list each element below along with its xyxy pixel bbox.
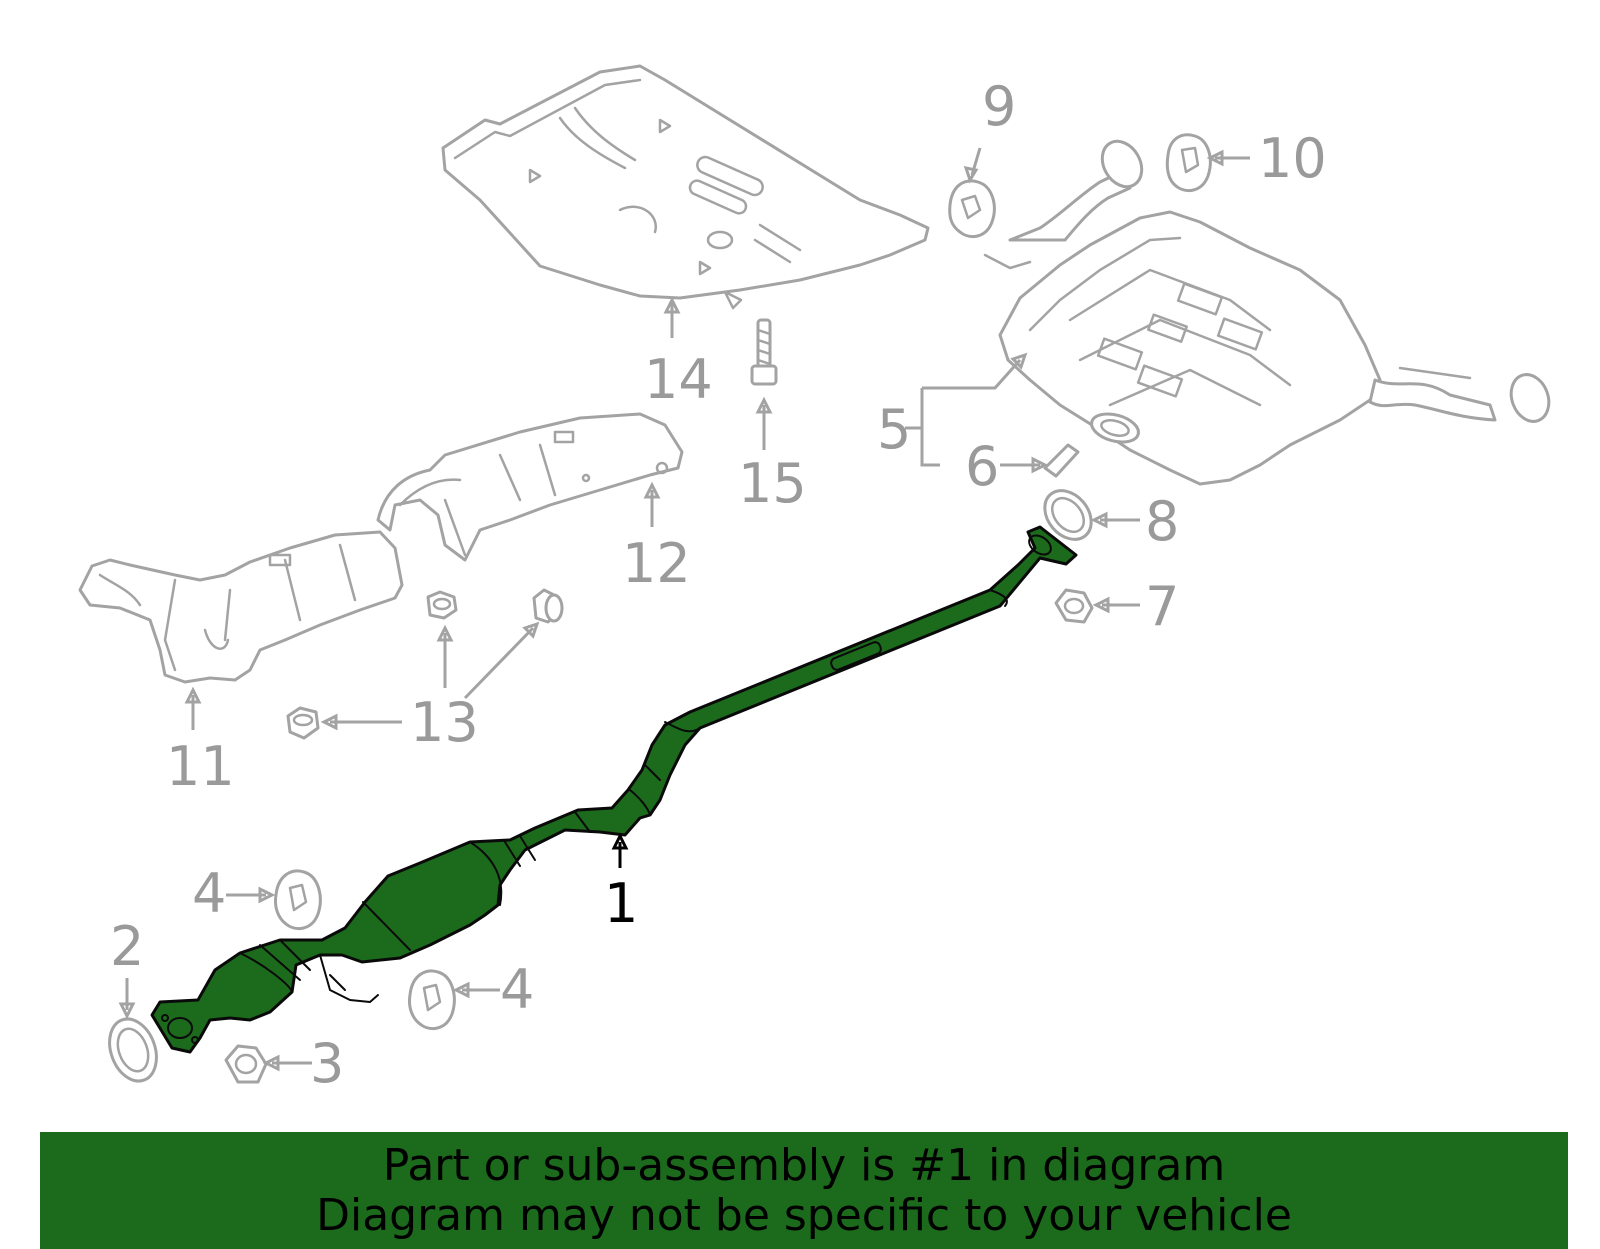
part-8-gasket[interactable]	[1035, 481, 1100, 548]
callout-8: 8	[1145, 490, 1179, 553]
part-13-nut-c[interactable]	[286, 706, 320, 740]
callout-2: 2	[110, 915, 144, 978]
part-10-hanger[interactable]	[1165, 133, 1212, 193]
callout-3: 3	[310, 1032, 344, 1095]
part-13-nut-a[interactable]	[426, 590, 458, 620]
callout-4-upper: 4	[192, 862, 226, 925]
info-banner: Part or sub-assembly is #1 in diagram Di…	[40, 1132, 1568, 1249]
callout-labels: 1 2 3 4 4 5 6 7 8 9 10 11 12 13 14 15	[110, 75, 1327, 1095]
banner-line-1: Part or sub-assembly is #1 in diagram	[382, 1139, 1226, 1191]
part-9-hanger[interactable]	[948, 179, 996, 239]
banner-line-2: Diagram may not be specific to your vehi…	[316, 1189, 1292, 1241]
part-6-clamp[interactable]	[1043, 443, 1080, 478]
part-13-nut-b[interactable]	[532, 588, 564, 624]
callout-6: 6	[965, 435, 999, 498]
callout-5: 5	[877, 398, 911, 461]
callout-9: 9	[982, 75, 1016, 138]
part-5-muffler-assembly[interactable]	[983, 134, 1555, 486]
callout-7: 7	[1145, 575, 1179, 638]
callout-4-lower: 4	[500, 958, 534, 1021]
part-11-heat-shield[interactable]	[78, 530, 404, 684]
leader-lines	[118, 147, 1250, 1072]
part-14-underbody-shield[interactable]	[441, 64, 930, 310]
part-3-nut[interactable]	[224, 1044, 268, 1084]
part-1-front-exhaust-pipe[interactable]	[150, 525, 1078, 1054]
callout-11: 11	[166, 735, 235, 798]
part-2-gasket[interactable]	[101, 1012, 164, 1087]
callout-15: 15	[738, 452, 807, 515]
part-15-bolt[interactable]	[750, 318, 778, 386]
part-4-hanger-lower[interactable]	[408, 969, 456, 1031]
part-4-hanger-upper[interactable]	[274, 869, 322, 931]
callout-10: 10	[1258, 127, 1327, 190]
callout-13: 13	[410, 691, 479, 754]
callout-14: 14	[644, 348, 713, 411]
callout-12: 12	[622, 532, 691, 595]
callout-1: 1	[604, 872, 638, 935]
part-12-heat-shield[interactable]	[376, 412, 684, 562]
part-7-nut[interactable]	[1054, 588, 1094, 624]
